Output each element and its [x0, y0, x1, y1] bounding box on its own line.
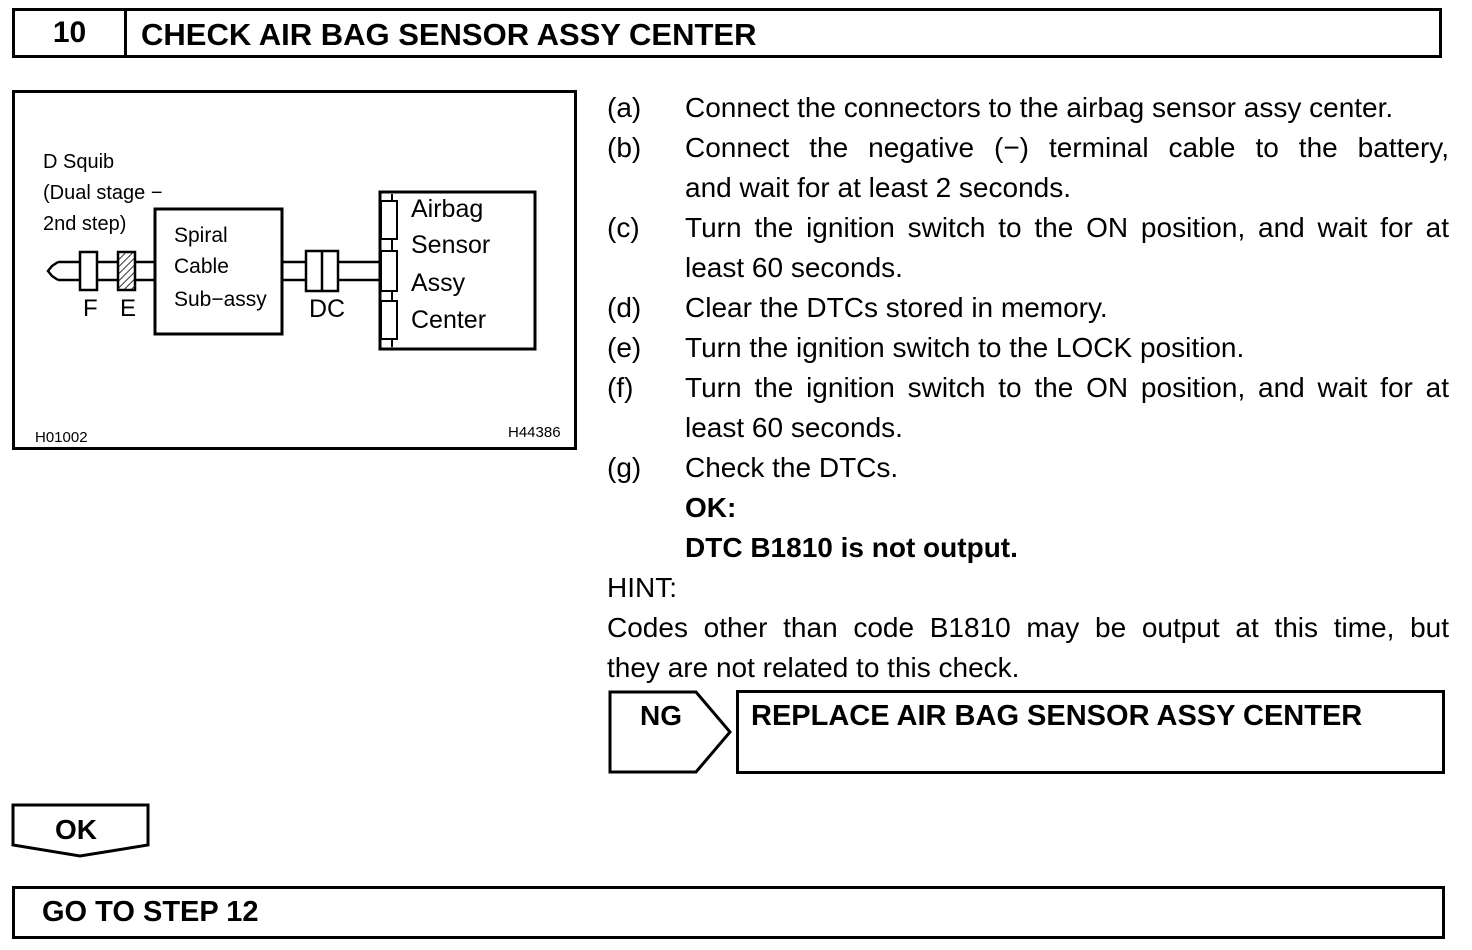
step-letter: (c) — [607, 212, 640, 243]
procedure: (a) Connect the connectors to the airbag… — [607, 88, 1449, 688]
airbag-sensor-box — [378, 190, 537, 351]
connector-e — [116, 250, 137, 292]
squib-label-line-3: 2nd step) — [43, 213, 126, 235]
step-letter: (a) — [607, 92, 642, 123]
diagram-code-right: H44386 — [508, 424, 561, 441]
diagram-code-left: H01002 — [35, 429, 88, 446]
step-title: CHECK AIR BAG SENSOR ASSY CENTER — [141, 17, 757, 52]
step-letter: (b) — [607, 132, 642, 163]
ng-label: NG — [640, 700, 682, 731]
sensor-label-line-3: Assy — [411, 269, 466, 297]
step-g: (g) Check the DTCs. — [607, 448, 1449, 488]
step-e: (e) Turn the ignition switch to the LOCK… — [607, 328, 1449, 368]
step-text: Connect the negative (−) terminal cable … — [685, 132, 1449, 203]
sensor-label-line-4: Center — [411, 306, 486, 334]
ok-tag — [11, 803, 150, 858]
step-d: (d) Clear the DTCs stored in memory. — [607, 288, 1449, 328]
sensor-label-line-2: Sensor — [411, 231, 490, 259]
goto-step-text: GO TO STEP 12 — [42, 896, 259, 928]
hint-text: Codes other than code B1810 may be outpu… — [607, 612, 1449, 683]
squib-label-line-2: (Dual stage − — [43, 182, 163, 204]
step-text: Turn the ignition switch to the ON posit… — [685, 372, 1449, 443]
ng-action-box — [736, 690, 1445, 774]
step-f: (f) Turn the ignition switch to the ON p… — [607, 368, 1449, 448]
step-text: Connect the connectors to the airbag sen… — [685, 92, 1394, 123]
connector-e-label: E — [120, 295, 136, 322]
step-letter: (g) — [607, 452, 642, 483]
step-a: (a) Connect the connectors to the airbag… — [607, 88, 1449, 128]
step-text: Check the DTCs. — [685, 452, 899, 483]
spiral-label-line-1: Spiral — [174, 224, 228, 247]
spiral-label-line-3: Sub−assy — [174, 288, 267, 311]
ok-condition: DTC B1810 is not output. — [685, 532, 1018, 563]
step-text: Turn the ignition switch to the ON posit… — [685, 212, 1449, 283]
connector-dc-label: DC — [309, 295, 345, 323]
step-c: (c) Turn the ignition switch to the ON p… — [607, 208, 1449, 288]
connector-f-label: F — [83, 295, 98, 322]
wiring-diagram: D Squib (Dual stage − 2nd step) F E Spir… — [12, 90, 577, 450]
sensor-label-line-1: Airbag — [411, 195, 483, 223]
goto-box — [12, 886, 1445, 939]
diagram-frame — [12, 90, 577, 450]
ok-heading: OK: — [685, 492, 737, 523]
hint-label: HINT: — [607, 572, 677, 603]
ok-label: OK — [55, 814, 97, 845]
step-letter: (f) — [607, 372, 634, 403]
step-letter: (d) — [607, 292, 642, 323]
squib-plug — [46, 260, 59, 282]
squib-label-line-1: D Squib — [43, 151, 114, 173]
connector-f — [78, 250, 99, 292]
step-header: 10 CHECK AIR BAG SENSOR ASSY CENTER — [12, 8, 1442, 58]
sensor-pin-1 — [380, 200, 398, 240]
spiral-cable-box — [153, 207, 284, 336]
step-number: 10 — [15, 11, 127, 55]
step-text: Clear the DTCs stored in memory. — [685, 292, 1108, 323]
step-text: Turn the ignition switch to the LOCK pos… — [685, 332, 1245, 363]
step-letter: (e) — [607, 332, 642, 363]
spiral-label-line-2: Cable — [174, 255, 229, 278]
ng-tag — [608, 690, 732, 774]
step-b: (b) Connect the negative (−) terminal ca… — [607, 128, 1449, 208]
ng-action-text: REPLACE AIR BAG SENSOR ASSY CENTER — [751, 700, 1363, 732]
sensor-pin-3 — [380, 300, 398, 340]
sensor-pin-2 — [380, 250, 398, 292]
